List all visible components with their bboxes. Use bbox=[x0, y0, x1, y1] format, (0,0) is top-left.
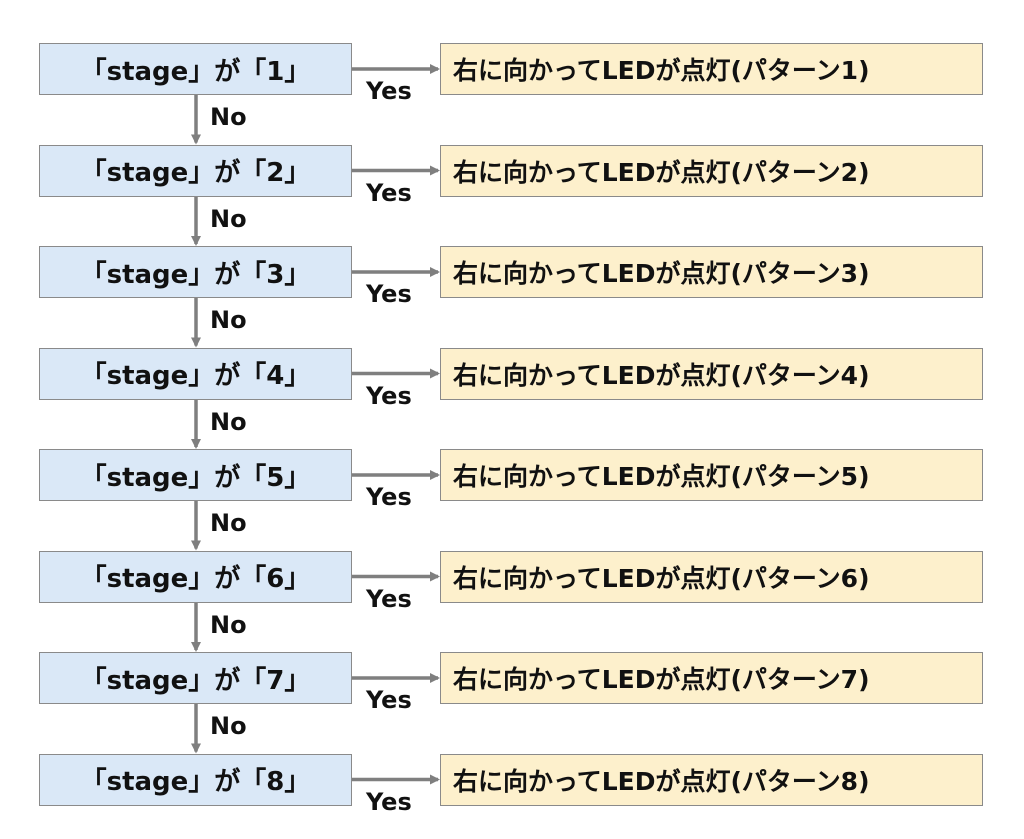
result-box-1: 右に向かってLEDが点灯(パターン1) bbox=[440, 43, 983, 95]
yes-label-6: Yes bbox=[366, 584, 412, 613]
yes-label-3: Yes bbox=[366, 280, 412, 308]
yes-label-1: Yes bbox=[366, 77, 412, 105]
yes-label-8: Yes bbox=[366, 787, 412, 816]
condition-box-2: 「stage」が「2」 bbox=[39, 144, 352, 197]
result-box-3: 右に向かってLEDが点灯(パターン3) bbox=[440, 246, 983, 298]
condition-box-7: 「stage」が「7」 bbox=[39, 652, 352, 704]
no-label-1: No bbox=[210, 103, 247, 131]
no-label-6: No bbox=[210, 610, 247, 639]
no-label-7: No bbox=[210, 712, 247, 740]
condition-box-5: 「stage」が「5」 bbox=[39, 449, 352, 501]
no-label-3: No bbox=[210, 306, 247, 334]
result-box-5: 右に向かってLEDが点灯(パターン5) bbox=[440, 449, 983, 501]
condition-box-8: 「stage」が「8」 bbox=[39, 753, 352, 806]
result-box-4: 右に向かってLEDが点灯(パターン4) bbox=[440, 347, 983, 400]
no-label-5: No bbox=[210, 509, 247, 537]
result-box-7: 右に向かってLEDが点灯(パターン7) bbox=[440, 652, 983, 704]
no-label-4: No bbox=[210, 407, 247, 436]
condition-box-6: 「stage」が「6」 bbox=[39, 550, 352, 603]
result-box-8: 右に向かってLEDが点灯(パターン8) bbox=[440, 753, 983, 806]
no-label-2: No bbox=[210, 204, 247, 233]
condition-box-4: 「stage」が「4」 bbox=[39, 347, 352, 400]
result-box-2: 右に向かってLEDが点灯(パターン2) bbox=[440, 144, 983, 197]
yes-label-2: Yes bbox=[366, 178, 412, 207]
result-box-6: 右に向かってLEDが点灯(パターン6) bbox=[440, 550, 983, 603]
condition-box-3: 「stage」が「3」 bbox=[39, 246, 352, 298]
yes-label-5: Yes bbox=[366, 483, 412, 511]
condition-box-1: 「stage」が「1」 bbox=[39, 43, 352, 95]
yes-label-7: Yes bbox=[366, 686, 412, 714]
yes-label-4: Yes bbox=[366, 381, 412, 410]
